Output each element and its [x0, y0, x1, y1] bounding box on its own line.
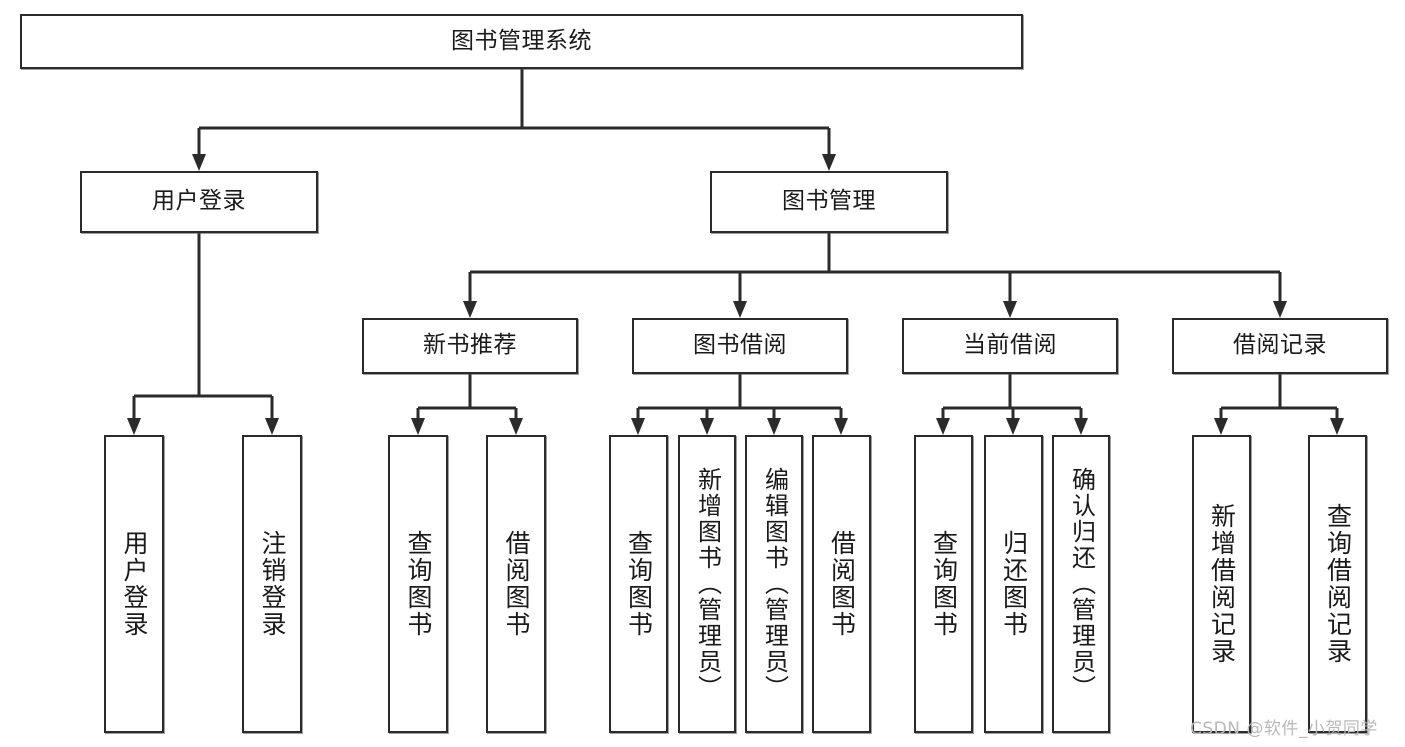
node-leaf-confirm-return: 确认归还（管理员） [1052, 435, 1110, 733]
node-leaf-query-book-1: 查询图书 [388, 435, 448, 733]
node-label-borrow-record: 借阅记录 [1233, 332, 1327, 359]
node-leaf-add-book: 新增图书（管理员） [678, 435, 736, 733]
node-leaf-user-login: 用户登录 [104, 435, 164, 733]
node-label-book-borrow: 图书借阅 [693, 332, 787, 359]
node-leaf-logout: 注销登录 [242, 435, 302, 733]
node-label-leaf-confirm-return: 确认归还（管理员） [1067, 467, 1096, 701]
node-book-borrow: 图书借阅 [632, 318, 848, 374]
node-label-current-borrow: 当前借阅 [963, 332, 1057, 359]
node-label-leaf-query-record: 查询借阅记录 [1323, 503, 1353, 665]
node-root: 图书管理系统 [20, 14, 1023, 69]
node-book-manage: 图书管理 [710, 171, 948, 233]
node-label-leaf-return-book: 归还图书 [999, 530, 1029, 638]
node-label-leaf-add-record: 新增借阅记录 [1207, 503, 1237, 665]
node-leaf-query-record: 查询借阅记录 [1308, 435, 1367, 733]
node-label-leaf-add-book: 新增图书（管理员） [693, 467, 722, 701]
node-borrow-record: 借阅记录 [1172, 318, 1388, 374]
node-label-leaf-query-book-2: 查询图书 [624, 530, 654, 638]
node-leaf-return-book: 归还图书 [984, 435, 1043, 733]
node-label-leaf-edit-book: 编辑图书（管理员） [760, 467, 789, 701]
node-label-leaf-user-login: 用户登录 [120, 530, 149, 638]
node-label-root: 图书管理系统 [451, 27, 592, 54]
node-leaf-borrow-book-1: 借阅图书 [486, 435, 546, 733]
node-label-leaf-logout: 注销登录 [258, 530, 287, 638]
node-label-leaf-query-book-3: 查询图书 [929, 530, 959, 638]
node-leaf-add-record: 新增借阅记录 [1192, 435, 1251, 733]
node-label-leaf-borrow-book-1: 借阅图书 [502, 530, 531, 638]
node-label-book-manage: 图书管理 [782, 188, 876, 215]
node-leaf-borrow-book-2: 借阅图书 [812, 435, 871, 733]
node-current-borrow: 当前借阅 [902, 318, 1118, 374]
node-leaf-query-book-2: 查询图书 [609, 435, 668, 733]
node-user-login: 用户登录 [80, 171, 318, 233]
node-leaf-query-book-3: 查询图书 [914, 435, 973, 733]
watermark-text: CSDN @软件_小贺同学 [1190, 719, 1378, 739]
node-label-new-book-rec: 新书推荐 [423, 332, 517, 359]
node-label-leaf-query-book-1: 查询图书 [404, 530, 433, 638]
node-label-leaf-borrow-book-2: 借阅图书 [827, 530, 857, 638]
node-label-user-login: 用户登录 [152, 188, 246, 215]
node-leaf-edit-book: 编辑图书（管理员） [745, 435, 803, 733]
node-new-book-rec: 新书推荐 [362, 318, 578, 374]
